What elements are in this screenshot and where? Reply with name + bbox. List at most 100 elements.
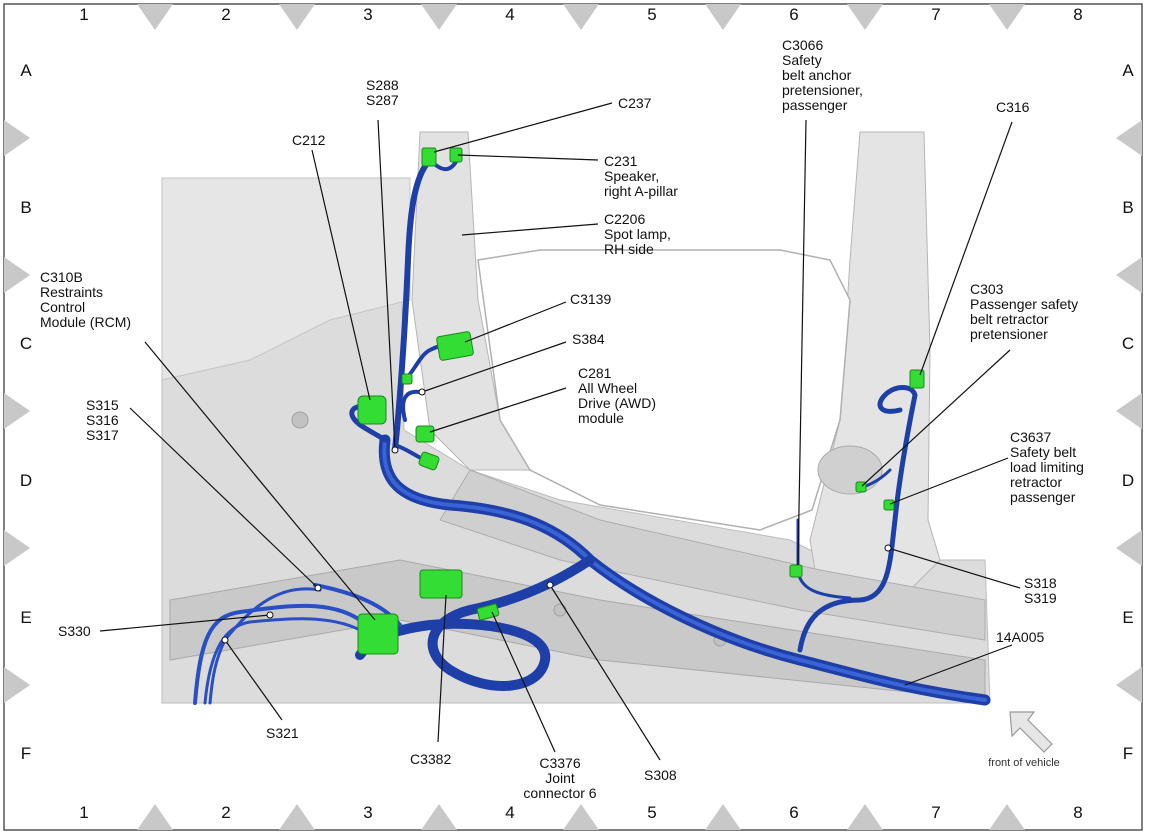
leader-c3382 <box>437 594 447 743</box>
harness-b-pillar-riser <box>797 385 918 653</box>
grid-column-label: 8 <box>1073 803 1082 822</box>
callout-line: C3382 <box>410 751 451 767</box>
grid-markers <box>4 4 1142 830</box>
callout-s384: S384 <box>572 331 605 347</box>
grid-row-label: E <box>1122 608 1133 627</box>
leader-s384 <box>421 341 567 393</box>
callout-line: Safety belt <box>1010 444 1076 460</box>
callout-c14a005: 14A005 <box>996 629 1044 645</box>
callout-line: S321 <box>266 725 299 741</box>
grid-edge-marker <box>137 4 173 30</box>
callout-line: belt anchor <box>782 67 852 83</box>
connector-c281 <box>415 425 435 443</box>
callout-line: RH side <box>604 241 654 257</box>
callout-line: Speaker, <box>604 168 659 184</box>
grid-edge-marker <box>4 120 30 156</box>
connector-c3066 <box>789 564 803 578</box>
grid-edge-marker <box>989 4 1025 30</box>
callout-line: C212 <box>292 132 326 148</box>
splice-points <box>221 388 892 644</box>
callout-c237: C237 <box>618 95 652 111</box>
harness-left-branch <box>193 603 362 705</box>
callout-line: pretensioner, <box>782 82 863 98</box>
connector-d-branch <box>418 451 440 471</box>
splice-s315 <box>314 584 322 592</box>
grid-row-label: C <box>1122 334 1134 353</box>
grid-row-label: D <box>20 471 32 490</box>
grid-row-label: C <box>20 334 32 353</box>
grid-edge-marker <box>279 804 315 830</box>
pillar-bracket <box>817 445 883 495</box>
callout-s330: S330 <box>58 623 91 639</box>
callout-line: C231 <box>604 153 638 169</box>
grid-edge-marker <box>563 4 599 30</box>
callout-line: Drive (AWD) <box>578 395 656 411</box>
callout-line: C316 <box>996 99 1030 115</box>
callout-line: S287 <box>366 92 399 108</box>
leader-c281 <box>429 387 567 433</box>
grid-column-label: 1 <box>79 803 88 822</box>
grid-edge-marker <box>4 667 30 703</box>
callout-c3139: C3139 <box>570 291 611 307</box>
grid-column-label: 4 <box>505 5 514 24</box>
grid-column-label: 7 <box>931 5 940 24</box>
connector-s384 <box>401 373 413 385</box>
leader-c14a005 <box>904 644 1013 686</box>
connector-c3637 <box>883 499 895 511</box>
callout-line: S330 <box>58 623 91 639</box>
splice-s288 <box>391 446 399 454</box>
grid-row-label: D <box>1122 471 1134 490</box>
callout-line: 14A005 <box>996 629 1044 645</box>
grid-edge-marker <box>989 804 1025 830</box>
callout-line: C310B <box>40 269 83 285</box>
connector-c3139 <box>436 331 474 361</box>
grid-edge-marker <box>1116 393 1142 429</box>
grid-column-label: 1 <box>79 5 88 24</box>
splice-s321 <box>221 636 229 644</box>
harness-a-pillar-branch <box>401 389 422 422</box>
callout-c3382: C3382 <box>410 751 451 767</box>
grid-row-label: A <box>1122 61 1134 80</box>
front-of-vehicle-label: front of vehicle <box>988 757 1060 769</box>
grid-edge-marker <box>421 4 457 30</box>
grid-edge-marker <box>1116 257 1142 293</box>
leader-s330 <box>99 614 271 632</box>
harness-left-branch <box>203 617 362 705</box>
callout-line: Control <box>40 299 85 315</box>
grid-edge-marker <box>705 4 741 30</box>
grid-edge-marker <box>421 804 457 830</box>
grid-edge-marker <box>4 393 30 429</box>
callout-line: passenger <box>1010 489 1076 505</box>
leader-c303 <box>861 349 1011 487</box>
callout-c316: C316 <box>996 99 1030 115</box>
grid-row-label: B <box>20 198 31 217</box>
connector-c212 <box>357 395 387 425</box>
grid-column-label: 8 <box>1073 5 1082 24</box>
leader-lines <box>99 102 1021 761</box>
grid-edge-marker <box>705 804 741 830</box>
callout-line: S317 <box>86 427 119 443</box>
grid-edge-marker <box>4 257 30 293</box>
front-of-vehicle-indicator: front of vehicle <box>988 711 1060 769</box>
left-roof-panel <box>161 177 411 381</box>
grid-edge-marker <box>137 804 173 830</box>
leader-c2206 <box>461 223 599 236</box>
callout-line: S288 <box>366 77 399 93</box>
harness-main-trunk-highlight <box>382 438 987 702</box>
callout-line: S315 <box>86 397 119 413</box>
grid-column-label: 6 <box>789 5 798 24</box>
callout-line: C3376 <box>539 755 580 771</box>
connectors <box>357 147 925 655</box>
leader-s318 <box>887 547 1021 589</box>
leader-c3139 <box>464 301 567 343</box>
callout-s308: S308 <box>644 767 677 783</box>
grid-column-label: 7 <box>931 803 940 822</box>
